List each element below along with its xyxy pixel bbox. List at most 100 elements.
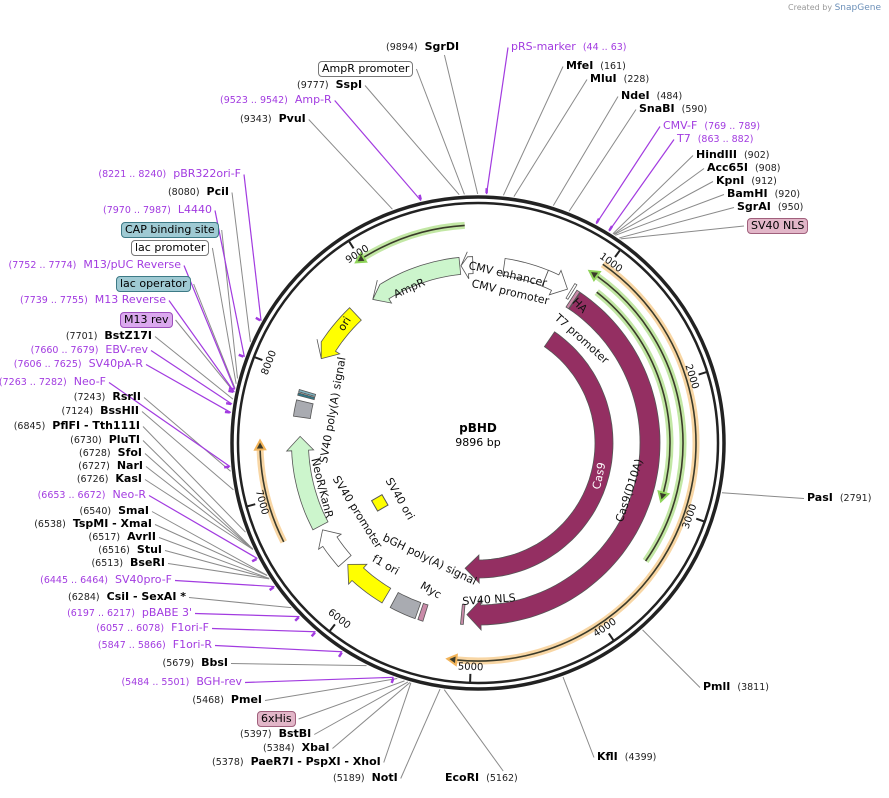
feature-tag-lac-operator[interactable]: lac operator xyxy=(116,276,191,292)
enzyme-label-pvui[interactable]: (9343) PvuI xyxy=(240,113,306,126)
site-position: (2791) xyxy=(839,493,872,504)
enzyme-label-nari[interactable]: (6727) NarI xyxy=(78,460,143,473)
enzyme-label-pluti[interactable]: (6730) PluTI xyxy=(70,434,140,447)
enzyme-label-acc65i[interactable]: Acc65I (908) xyxy=(707,162,781,175)
enzyme-label-stui[interactable]: (6516) StuI xyxy=(98,544,162,557)
ampr-promoter-feature xyxy=(460,251,474,280)
enzyme-label-pcii[interactable]: (8080) PciI xyxy=(168,186,229,199)
cas9-feature xyxy=(464,331,614,585)
enzyme-label-mlui[interactable]: MluI (228) xyxy=(590,73,649,86)
enzyme-label-bamhi[interactable]: BamHI (920) xyxy=(727,188,800,201)
site-position: (5679) xyxy=(162,658,195,669)
primer-label-ebv-rev[interactable]: (7660 .. 7679) EBV-rev xyxy=(31,344,148,357)
enzyme-label-tspmi-xmai[interactable]: (6538) TspMI - XmaI xyxy=(34,518,152,531)
leader-line xyxy=(167,563,270,580)
orf-left-orange-feature xyxy=(253,438,287,544)
site-name: pBABE 3' xyxy=(141,606,192,619)
leader-line xyxy=(148,494,258,560)
enzyme-label-bstz17i[interactable]: (7701) BstZ17I xyxy=(66,330,152,343)
enzyme-label-sspi[interactable]: (9777) SspI xyxy=(297,79,362,92)
leader-line xyxy=(308,119,393,210)
leader-line xyxy=(221,229,239,379)
enzyme-label-sfoi[interactable]: (6728) SfoI xyxy=(79,447,142,460)
primer-label-neo-f[interactable]: (7263 .. 7282) Neo-F xyxy=(0,376,106,389)
enzyme-label-sgrai[interactable]: SgrAI (950) xyxy=(737,201,803,214)
feature-tag-lac-promoter[interactable]: lac promoter xyxy=(131,240,210,256)
primer-label-amp-r[interactable]: (9523 .. 9542) Amp-R xyxy=(220,94,332,107)
primer-label-neo-r[interactable]: (6653 .. 6672) Neo-R xyxy=(38,489,146,502)
enzyme-label-avrii[interactable]: (6517) AvrII xyxy=(89,531,157,544)
leader-line xyxy=(211,247,237,384)
leader-line xyxy=(612,155,694,235)
site-position: (6538) xyxy=(34,519,66,530)
enzyme-label-xbai[interactable]: (5384) XbaI xyxy=(263,742,329,755)
primer-label-pbr322ori-f[interactable]: (8221 .. 8240) pBR322ori-F xyxy=(98,168,241,181)
leader-line xyxy=(415,68,465,195)
site-position: (590) xyxy=(681,104,708,115)
primer-label-l4440[interactable]: (7970 .. 7987) L4440 xyxy=(103,204,212,217)
leader-line xyxy=(193,283,236,389)
enzyme-label-kasi[interactable]: (6726) KasI xyxy=(77,473,142,486)
enzyme-label-smai[interactable]: (6540) SmaI xyxy=(80,505,150,518)
enzyme-label-bbsi[interactable]: (5679) BbsI xyxy=(163,657,229,670)
primer-label-prs-marker[interactable]: pRS-marker (44 .. 63) xyxy=(511,41,627,54)
enzyme-label-ecori[interactable]: EcoRI (5162) xyxy=(445,772,518,785)
leader-line xyxy=(151,511,268,576)
site-position: (6845) xyxy=(13,421,46,432)
site-name: M13/pUC Reverse xyxy=(83,258,181,271)
leader-line xyxy=(332,682,411,749)
primer-label-pbabe-3[interactable]: (6197 .. 6217) pBABE 3' xyxy=(67,607,192,620)
enzyme-label-ndei[interactable]: NdeI (484) xyxy=(621,90,682,103)
enzyme-label-bseri[interactable]: (6513) BseRI xyxy=(91,557,165,570)
leader-line xyxy=(502,66,564,196)
enzyme-label-sgrdi[interactable]: (9894) SgrDI xyxy=(386,41,459,54)
enzyme-label-csii-sexai[interactable]: (6284) CsiI - SexAI * xyxy=(68,591,186,604)
f1-ori-feature xyxy=(347,563,392,604)
primer-label-m13-puc-reverse[interactable]: (7752 .. 7774) M13/pUC Reverse xyxy=(9,259,181,272)
feature-tag-sv40-nls[interactable]: SV40 NLS xyxy=(747,218,809,234)
enzyme-label-rsrii[interactable]: (7243) RsrII xyxy=(74,391,141,404)
leader-line xyxy=(174,579,275,588)
primer-label-sv40pro-f[interactable]: (6445 .. 6464) SV40pro-F xyxy=(40,574,172,587)
site-name: BbsI xyxy=(201,656,228,669)
leader-line xyxy=(194,612,300,618)
feature-tag-cap-binding-site[interactable]: CAP binding site xyxy=(121,222,219,238)
leader-line xyxy=(562,676,595,758)
primer-label-sv40pa-r[interactable]: (7606 .. 7625) SV40pA-R xyxy=(14,358,143,371)
primer-label-f1ori-f[interactable]: (6057 .. 6078) F1ori-F xyxy=(96,622,209,635)
feature-arcs xyxy=(253,221,700,667)
ring-tick xyxy=(347,239,355,249)
brand-created-by: Created by xyxy=(788,3,833,12)
site-position: (5397) xyxy=(240,729,272,740)
site-position: (5162) xyxy=(486,773,518,784)
enzyme-label-pasi[interactable]: PasI (2791) xyxy=(807,492,871,505)
enzyme-label-paer7i-pspxi-xhoi[interactable]: (5378) PaeR7I - PspXI - XhoI xyxy=(212,756,381,769)
enzyme-label-bstbi[interactable]: (5397) BstBI xyxy=(240,728,311,741)
enzyme-label-noti[interactable]: (5189) NotI xyxy=(333,772,398,785)
enzyme-label-pmei[interactable]: (5468) PmeI xyxy=(192,694,262,707)
enzyme-label-kfli[interactable]: KflI (4399) xyxy=(597,751,656,764)
leader-line xyxy=(721,492,805,499)
enzyme-label-bsshii[interactable]: (7124) BssHII xyxy=(62,405,139,418)
leader-line xyxy=(513,79,588,197)
site-position: (912) xyxy=(751,176,777,187)
enzyme-label-kpni[interactable]: KpnI (912) xyxy=(716,175,777,188)
enzyme-label-hindiii[interactable]: HindIII (902) xyxy=(696,149,770,162)
feature-tag-ampr-promoter[interactable]: AmpR promoter xyxy=(318,61,414,77)
primer-label-cmv-f[interactable]: CMV-F (769 .. 789) xyxy=(663,120,760,133)
primer-label-bgh-rev[interactable]: (5484 .. 5501) BGH-rev xyxy=(121,676,242,689)
site-name: pRS-marker xyxy=(511,40,576,53)
enzyme-label-snabi[interactable]: SnaBI (590) xyxy=(639,103,707,116)
primer-label-m13-reverse[interactable]: (7739 .. 7755) M13 Reverse xyxy=(20,294,166,307)
orf-right-green-a-feature xyxy=(587,269,687,564)
enzyme-label-pmli[interactable]: PmlI (3811) xyxy=(703,681,769,694)
primer-label-t7[interactable]: T7 (863 .. 882) xyxy=(677,133,753,146)
enzyme-label-pflfi-tth111i[interactable]: (6845) PflFI - Tth111I xyxy=(14,420,140,433)
feature-tag-m13-rev[interactable]: M13 rev xyxy=(120,312,173,328)
site-position: (5378) xyxy=(212,757,244,768)
feature-tag-6xhis[interactable]: 6xHis xyxy=(257,711,296,727)
site-position: (7660 .. 7679) xyxy=(30,345,99,356)
enzyme-label-mfei[interactable]: MfeI (161) xyxy=(566,60,626,73)
primer-label-f1ori-r[interactable]: (5847 .. 5866) F1ori-R xyxy=(98,639,212,652)
leader-line xyxy=(145,466,254,550)
